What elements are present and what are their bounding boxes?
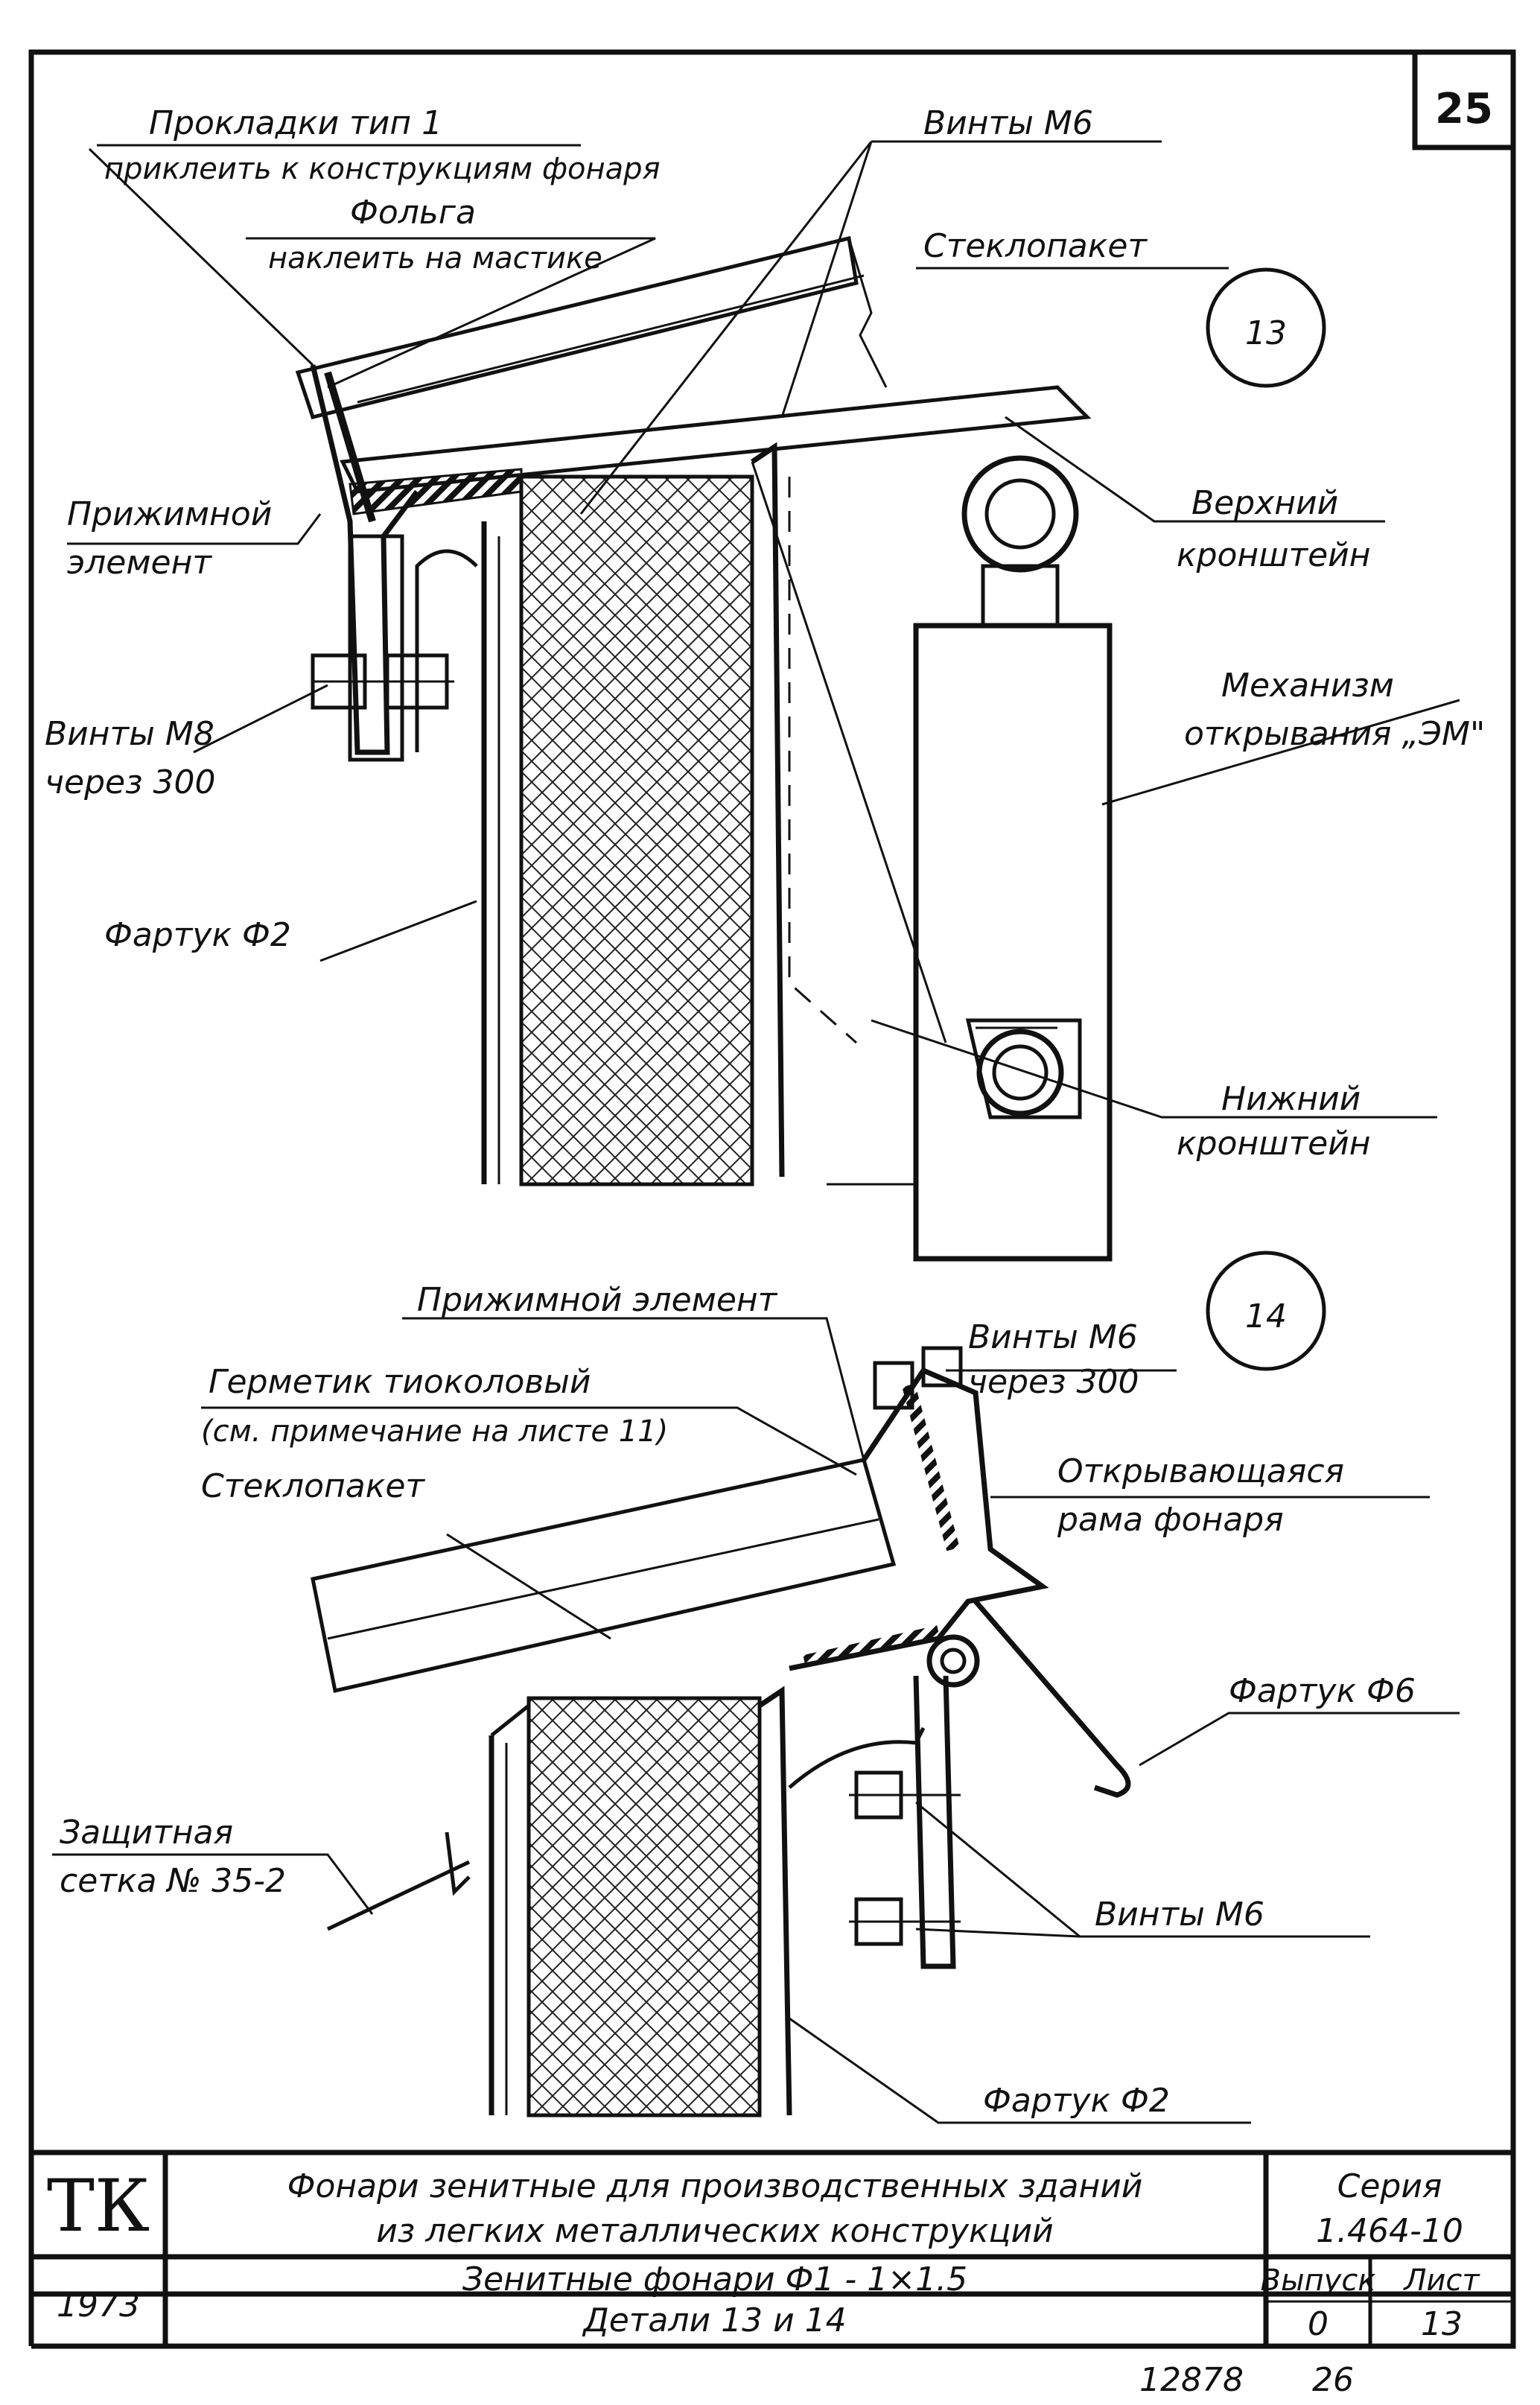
label-apron-f2-13: Фартук Ф2	[104, 916, 291, 954]
label-film: Фольга	[350, 194, 476, 232]
label-sealant-a: Герметик тиоколовый	[209, 1363, 591, 1401]
insulation-panel-14	[489, 1675, 961, 2118]
sheet-frame	[28, 49, 1516, 2297]
label-screws-m8-b: через 300	[45, 763, 215, 801]
issue-value: 0	[1308, 2305, 1329, 2343]
label-lower-bracket-b: кронштейн	[1177, 1125, 1371, 1163]
label-mechanism-a: Механизм	[1221, 667, 1394, 705]
detail-13-number: 13	[1245, 314, 1287, 352]
issue-label: Выпуск	[1261, 2263, 1376, 2298]
label-mesh-b: сетка № 35-2	[60, 1862, 286, 1900]
label-film-note: наклеить на мастике	[268, 241, 602, 276]
subtitle-line-1: Зенитные фонари Ф1 - 1×1.5	[462, 2261, 967, 2298]
label-upper-bracket-a: Верхний	[1191, 484, 1338, 522]
opening-mechanism	[827, 455, 1113, 1262]
subtitle-line-2: Детали 13 и 14	[582, 2301, 846, 2339]
label-sealant-b: (см. примечание на листе 11)	[201, 1414, 668, 1449]
detail-14-circle	[1206, 1251, 1326, 1371]
insulation-panel-13	[415, 442, 785, 1186]
title-line-1: Фонари зенитные для производственных зда…	[287, 2167, 1143, 2205]
series-value: 1.464-10	[1316, 2212, 1463, 2250]
label-screws-m6-top: Винты М6	[923, 104, 1093, 142]
label-upper-bracket-b: кронштейн	[1177, 536, 1371, 574]
label-mechanism-b: открывания „ЭМ"	[1184, 715, 1485, 753]
sheet-number-box	[1412, 49, 1516, 150]
label-apron-f2-14: Фартук Ф2	[983, 2082, 1170, 2120]
label-screws-m6-14b: через 300	[968, 1363, 1139, 1401]
label-clamp-element-13b: элемент	[67, 544, 212, 582]
glass-unit-14	[311, 1458, 897, 1694]
detail-14: 14	[52, 1251, 1460, 2124]
detail-14-number: 14	[1245, 1297, 1287, 1335]
detail-13-circle	[1206, 267, 1326, 388]
label-clamp-element-14: Прижимной элемент	[417, 1281, 778, 1319]
label-glass-unit-14: Стеклопакет	[201, 1467, 425, 1505]
apron-f6	[973, 1599, 1131, 1798]
label-mesh-a: Защитная	[60, 1814, 233, 1852]
label-screws-m6-lower: Винты М6	[1095, 1896, 1264, 1934]
footer-page: 26	[1312, 2361, 1354, 2399]
title-block: ТК 1973 Фонари зенитные для производстве…	[28, 2150, 1516, 2349]
org-mark: ТК	[47, 2164, 150, 2248]
label-clamp-element-13a: Прижимной	[67, 495, 272, 533]
upper-frame-plate-13	[340, 385, 1092, 494]
year: 1973	[57, 2287, 140, 2325]
opening-frame	[789, 1367, 1049, 1671]
label-screws-m8-a: Винты М8	[45, 715, 214, 753]
label-apron-f6: Фартук Ф6	[1229, 1672, 1416, 1710]
sheet-number: 25	[1435, 85, 1493, 133]
label-opening-frame-b: рама фонаря	[1057, 1501, 1284, 1539]
label-screws-m6-14a: Винты М6	[968, 1318, 1138, 1356]
label-lower-bracket-a: Нижний	[1221, 1080, 1361, 1118]
sheet-label: Лист	[1402, 2263, 1480, 2298]
detail-13: 13	[45, 104, 1485, 1262]
glass-unit-13	[295, 235, 859, 419]
label-opening-frame-a: Открывающаяся	[1057, 1452, 1344, 1490]
title-line-2: из легких металлических конструкций	[376, 2212, 1053, 2250]
sheet-value: 13	[1421, 2305, 1463, 2343]
label-gaskets-note: приклеить к конструкциям фонаря	[104, 152, 661, 186]
label-gaskets: Прокладки тип 1	[149, 104, 442, 142]
label-glass-unit-13: Стеклопакет	[923, 227, 1148, 265]
series-label: Серия	[1337, 2167, 1442, 2205]
footer-code: 12878	[1139, 2361, 1244, 2399]
